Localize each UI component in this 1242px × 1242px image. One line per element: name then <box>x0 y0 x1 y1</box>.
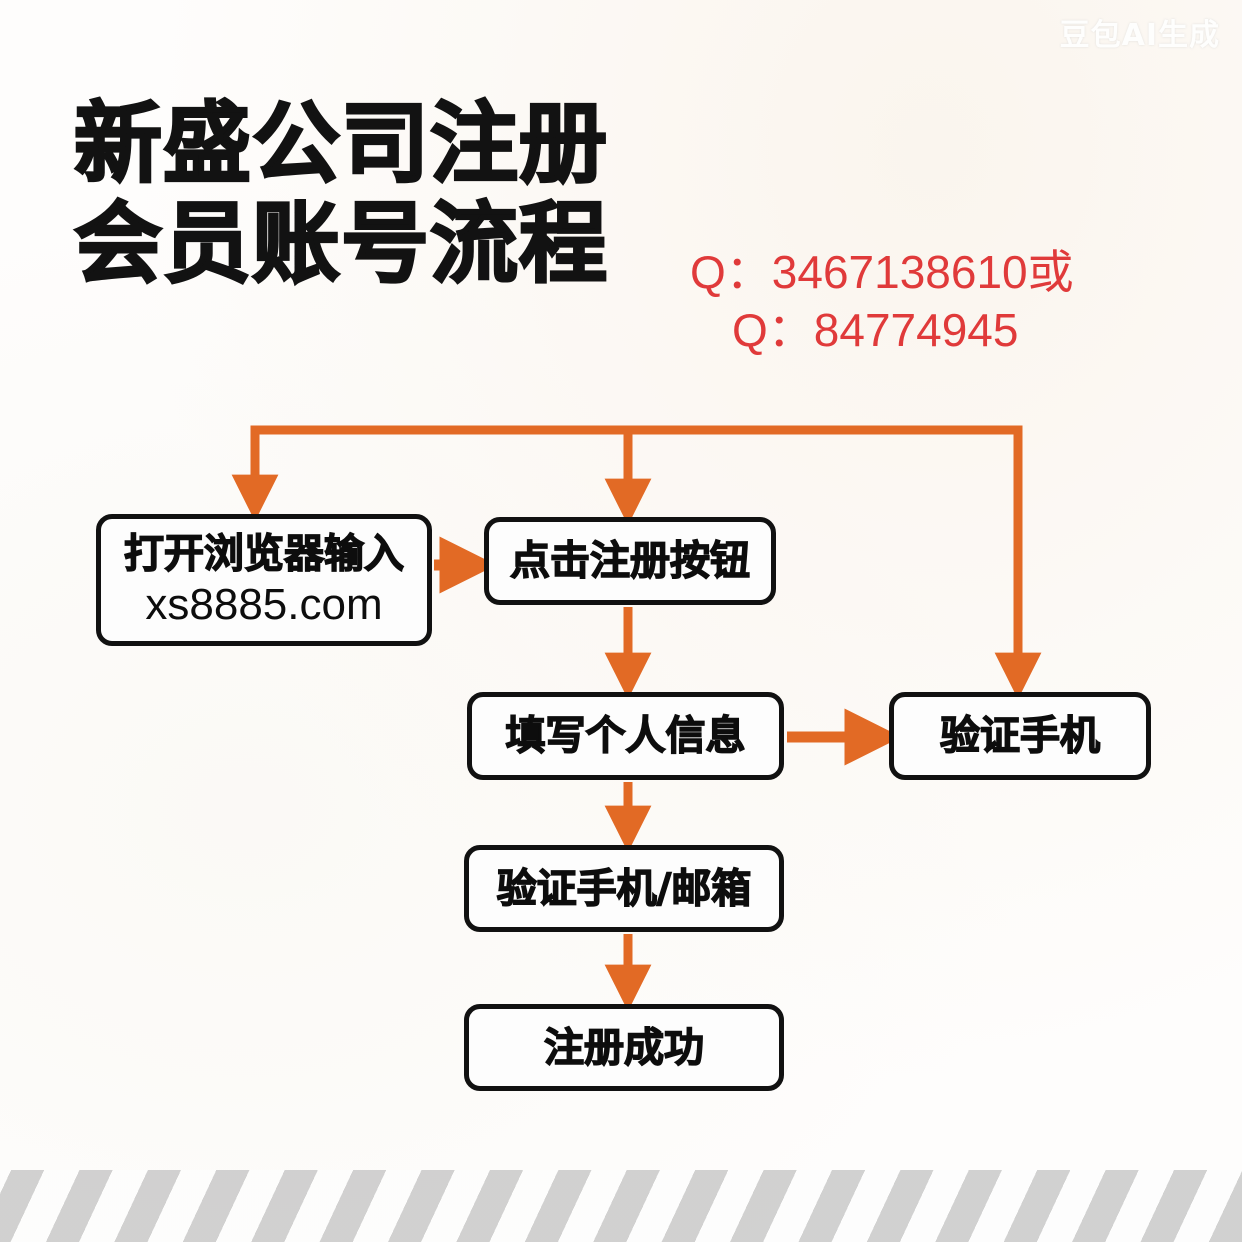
flow-node-label: 填写个人信息 <box>505 712 746 759</box>
flow-node-click-register[interactable]: 点击注册按钮 <box>484 517 776 605</box>
page-title: 新盛公司注册 会员账号流程 <box>73 92 674 295</box>
title-line-2: 会员账号流程 <box>73 192 609 295</box>
flow-node-fill-personal-info[interactable]: 填写个人信息 <box>467 692 784 780</box>
flow-node-open-browser[interactable]: 打开浏览器输入 xs8885.com <box>96 514 432 646</box>
title-line-1: 新盛公司注册 <box>73 92 609 195</box>
flow-node-label: 打开浏览器输入 <box>123 530 404 577</box>
flow-node-verify-phone-email[interactable]: 验证手机/邮箱 <box>464 845 784 932</box>
contact-qq-primary: Q：3467138610或 <box>690 246 1074 298</box>
watermark-label: 豆包AI生成 <box>1059 18 1220 53</box>
bottom-stripe-band <box>0 1170 1242 1242</box>
contact-info: Q：3467138610或 Q：84774945 <box>690 243 1130 359</box>
flow-node-verify-phone[interactable]: 验证手机 <box>889 692 1151 780</box>
flow-node-label: 注册成功 <box>543 1024 704 1071</box>
flow-node-url: xs8885.com <box>145 580 383 629</box>
contact-qq-secondary: Q：84774945 <box>732 304 1019 356</box>
flow-node-label: 点击注册按钮 <box>509 537 750 584</box>
flow-node-label: 验证手机/邮箱 <box>496 865 752 912</box>
flow-node-label: 验证手机 <box>939 712 1100 759</box>
flow-node-register-success[interactable]: 注册成功 <box>464 1004 784 1091</box>
